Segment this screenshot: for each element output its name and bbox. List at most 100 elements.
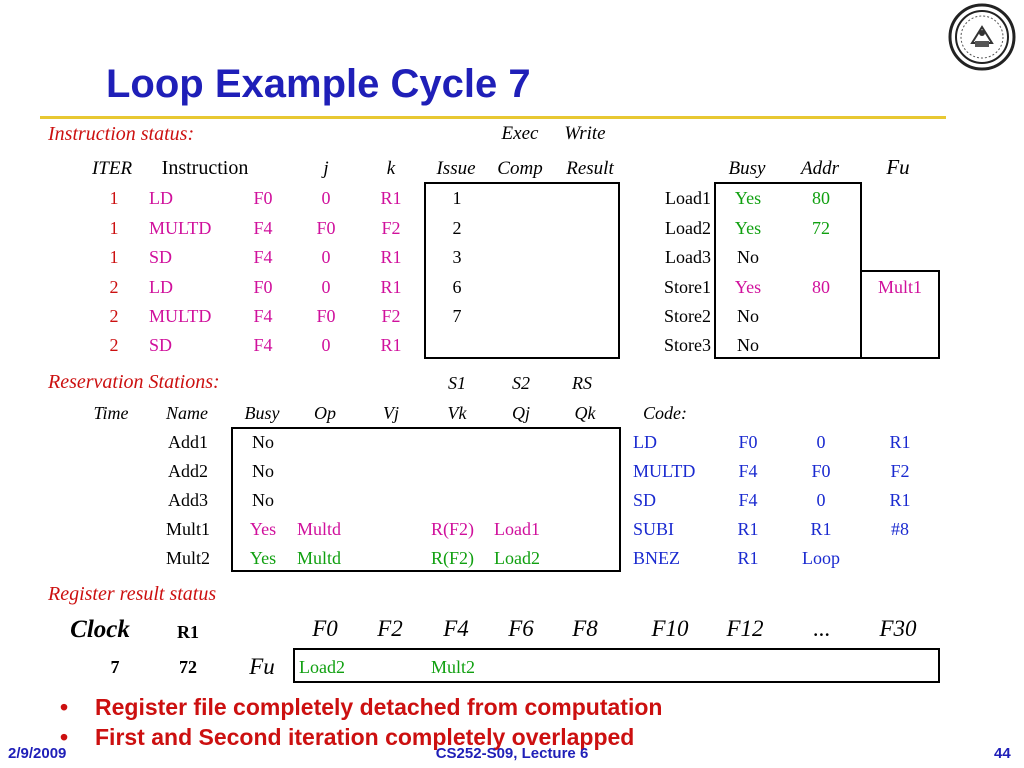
instr-k: F2 — [381, 218, 401, 238]
qk-header: Qk — [574, 403, 596, 423]
buffer-name: Store3 — [664, 335, 711, 355]
code-arg1: R1 — [737, 548, 759, 568]
instr-dst: F4 — [253, 218, 273, 238]
reservation-stations-box — [231, 427, 621, 572]
bullet-dot-1: • — [60, 694, 69, 720]
busy-header: Busy — [728, 158, 766, 179]
buffer-busy: Yes — [734, 277, 762, 297]
rs-qj: Load1 — [494, 519, 540, 539]
instr-k: R1 — [380, 335, 402, 355]
instr-issue: 2 — [452, 218, 462, 238]
instr-j: 0 — [321, 188, 331, 208]
code-arg2: 0 — [816, 490, 826, 510]
clock-label: Clock — [70, 616, 130, 643]
buffer-addr: 80 — [812, 277, 830, 297]
register-f30: F30 — [879, 616, 917, 641]
instr-iter: 1 — [109, 218, 119, 238]
code-op: SD — [633, 490, 657, 510]
buffer-name: Store2 — [664, 306, 711, 326]
instr-issue: 1 — [452, 188, 462, 208]
instr-k: R1 — [380, 277, 402, 297]
buffer-busy: Yes — [734, 188, 762, 208]
title-rule — [40, 116, 946, 119]
register-f8: F8 — [572, 616, 598, 641]
register-result-status-label: Register result status — [48, 583, 217, 605]
instr-k: R1 — [380, 247, 402, 267]
write-header: Write — [564, 123, 606, 144]
exec-header: Exec — [501, 123, 539, 144]
code-arg1: R1 — [737, 519, 759, 539]
instr-dst: F4 — [253, 306, 273, 326]
register-f2: F2 — [377, 616, 403, 641]
register-f12: F12 — [726, 616, 764, 641]
footer-course: CS252-S09, Lecture 6 — [435, 745, 589, 762]
instr-issue: 6 — [452, 277, 462, 297]
register-ellipsis: ... — [813, 616, 831, 641]
register-f10: F10 — [651, 616, 689, 641]
instr-op: LD — [149, 277, 173, 297]
rs-vk: R(F2) — [431, 548, 475, 568]
instr-iter: 2 — [109, 277, 119, 297]
bullet-dot-2: • — [60, 724, 69, 750]
j-header: j — [323, 158, 329, 179]
buffer-busy: No — [737, 306, 759, 326]
rs-header: RS — [572, 373, 592, 393]
buffer-addr: 72 — [812, 218, 830, 238]
bullet-2: First and Second iteration completely ov… — [95, 724, 635, 750]
r1-value: 72 — [179, 657, 197, 677]
instr-op: SD — [149, 247, 173, 267]
buffer-name: Load3 — [665, 247, 711, 267]
instr-op: MULTD — [149, 306, 212, 326]
rs-name: Add1 — [168, 432, 208, 452]
slide-title: Loop Example Cycle 7 — [106, 62, 531, 106]
buffer-fu: Mult1 — [877, 277, 923, 297]
bullet-1: Register file completely detached from c… — [95, 694, 663, 720]
instr-dst: F0 — [253, 277, 273, 297]
buffer-busy: Yes — [734, 218, 762, 238]
instr-dst: F0 — [253, 188, 273, 208]
rs-busy: No — [252, 461, 274, 481]
op-header: Op — [314, 403, 336, 423]
s1-header: S1 — [448, 373, 466, 393]
code-op: BNEZ — [633, 548, 680, 568]
instr-op: LD — [149, 188, 173, 208]
register-fu-value: Load2 — [299, 657, 345, 677]
time-header: Time — [93, 403, 129, 423]
fu-header: Fu — [886, 155, 910, 179]
code-op: MULTD — [633, 461, 696, 481]
buffer-name: Load1 — [665, 188, 711, 208]
code-header: Code: — [643, 403, 687, 423]
instr-op: MULTD — [149, 218, 212, 238]
instr-iter: 1 — [109, 247, 119, 267]
rs-busy: Yes — [249, 548, 277, 568]
vk-header: Vk — [447, 403, 467, 423]
fu-row-label: Fu — [249, 654, 275, 679]
instruction-status-box — [424, 182, 620, 359]
vj-header: Vj — [383, 403, 399, 423]
instr-k: F2 — [381, 306, 401, 326]
rs-busy-header: Busy — [244, 403, 280, 423]
code-arg3: #8 — [891, 519, 909, 539]
iter-header: ITER — [91, 158, 133, 179]
rs-qj: Load2 — [494, 548, 540, 568]
instr-k: R1 — [380, 188, 402, 208]
instr-iter: 1 — [109, 188, 119, 208]
register-f6: F6 — [508, 616, 534, 641]
buffer-busy: No — [737, 335, 759, 355]
buffer-addr: 80 — [812, 188, 830, 208]
buffer-busy: No — [737, 247, 759, 267]
instr-j: 0 — [321, 277, 331, 297]
addr-header: Addr — [801, 158, 839, 179]
s2-header: S2 — [512, 373, 530, 393]
register-f4: F4 — [443, 616, 469, 641]
code-op: LD — [633, 432, 657, 452]
name-header: Name — [166, 403, 208, 423]
rs-name: Mult1 — [165, 519, 211, 539]
footer-date: 2/9/2009 — [8, 745, 67, 762]
clock-value: 7 — [110, 657, 120, 677]
instr-dst: F4 — [253, 247, 273, 267]
code-arg3: R1 — [889, 490, 911, 510]
instr-j: F0 — [316, 218, 336, 238]
code-arg2: F0 — [811, 461, 831, 481]
instruction-status-label: Instruction status: — [48, 123, 195, 145]
